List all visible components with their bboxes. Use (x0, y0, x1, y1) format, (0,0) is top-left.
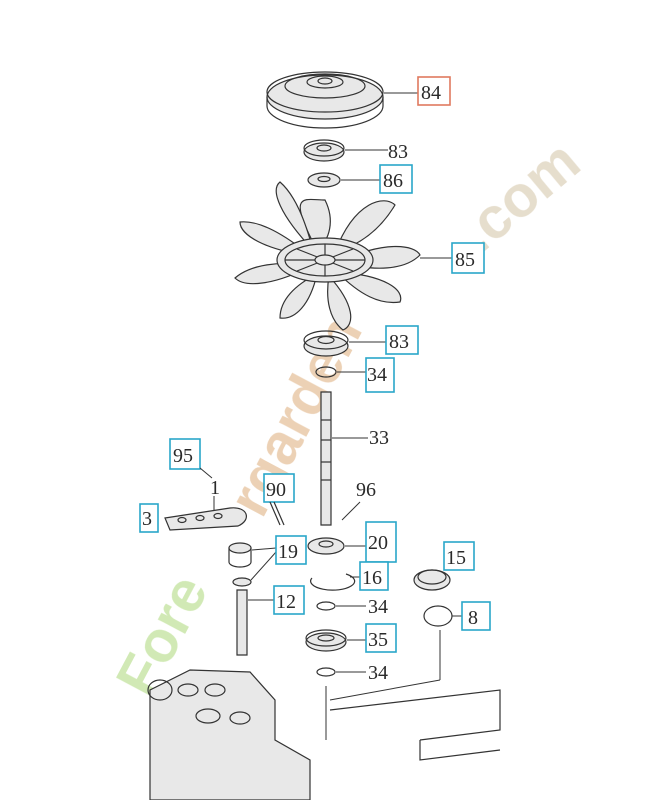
callout-box-16 (359, 561, 389, 591)
callout-83-upper: 83 (388, 141, 408, 163)
part-bearing (305, 629, 347, 652)
callout-20: 20 (368, 532, 388, 554)
callout-34-upper: 34 (367, 364, 387, 386)
callout-34-lower: 34 (368, 662, 388, 684)
callout-90: 90 (266, 479, 286, 501)
callout-box-15 (443, 541, 475, 571)
callout-3: 3 (142, 508, 152, 530)
part-bushing (228, 542, 252, 587)
callout-83-lower: 83 (389, 331, 409, 353)
part-fan (234, 181, 421, 331)
part-nut-upper (303, 139, 345, 162)
watermark-garden: rgarden (216, 305, 375, 526)
callout-15: 15 (446, 547, 466, 569)
callout-35: 35 (368, 629, 388, 651)
callout-box-84 (417, 76, 451, 106)
part-washer (307, 172, 341, 188)
callout-33: 33 (369, 427, 389, 449)
watermark: Fore rgarden .com (104, 128, 592, 706)
part-snap-ring (310, 573, 356, 591)
part-clip-upper (315, 366, 337, 378)
callout-95: 95 (173, 445, 193, 467)
part-gear (307, 537, 345, 555)
callout-box-35 (365, 623, 397, 653)
callout-96: 96 (356, 479, 376, 501)
callout-box-34 (365, 357, 395, 393)
callout-1: 1 (210, 477, 220, 499)
callout-box-83 (385, 325, 419, 355)
callout-box-90 (263, 473, 295, 503)
part-pulley (266, 71, 384, 129)
part-cap (413, 569, 451, 591)
callout-85: 85 (455, 249, 475, 271)
callout-box-95 (169, 438, 201, 470)
callout-box-85 (451, 242, 485, 274)
callout-16: 16 (362, 567, 382, 589)
callout-box-12 (273, 585, 305, 615)
callout-86: 86 (383, 170, 403, 192)
part-clip-middle (316, 601, 336, 611)
part-housing-right (329, 689, 501, 761)
part-clip-lower (316, 667, 336, 677)
callout-box-19 (275, 535, 307, 565)
callout-box-8 (461, 601, 491, 631)
part-shaft (320, 391, 332, 526)
part-housing (147, 669, 311, 800)
part-shaft-12 (236, 589, 248, 656)
part-bracket (164, 507, 247, 531)
callout-84: 84 (421, 82, 441, 104)
part-nut-lower (303, 330, 349, 357)
callout-34-middle: 34 (368, 596, 388, 618)
callout-19: 19 (278, 541, 298, 563)
part-o-ring (423, 605, 453, 627)
callout-box-86 (379, 164, 413, 194)
callout-box-3 (139, 503, 159, 533)
callout-12: 12 (276, 591, 296, 613)
part-pin (269, 501, 285, 526)
callout-8: 8 (468, 607, 478, 629)
